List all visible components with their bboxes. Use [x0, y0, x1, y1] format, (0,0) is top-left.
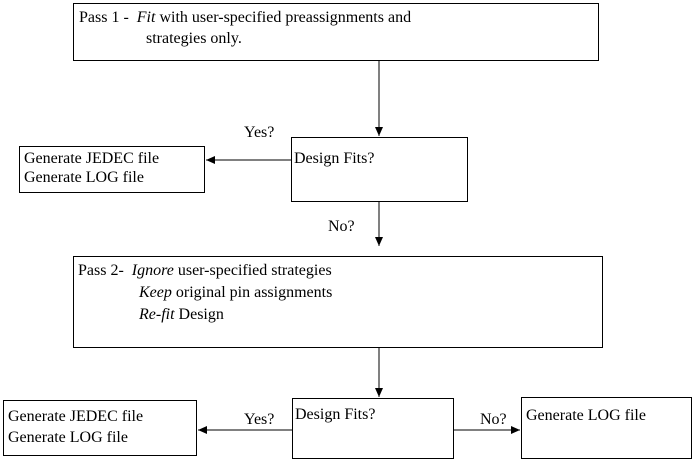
- edge-label-yes1: Yes?: [244, 124, 275, 141]
- pass1-fit-word: Fit: [136, 9, 156, 26]
- pass2-keep-word: Keep: [139, 284, 172, 301]
- decision2-label: Design Fits?: [295, 406, 376, 423]
- pass2-line2-rest: original pin assignments: [171, 284, 333, 301]
- pass2-line2: Keep original pin assignments: [139, 283, 332, 302]
- pass2-line1: Pass 2- Ignore user-specified strategies: [78, 261, 332, 280]
- pass2-line3: Re-fit Design: [139, 305, 224, 324]
- output1-box: Generate JEDEC file Generate LOG file: [19, 146, 205, 193]
- output2-box: Generate JEDEC file Generate LOG file: [3, 400, 197, 456]
- pass2-ignore-word: Ignore: [131, 262, 174, 279]
- output3-line1: Generate LOG file: [526, 407, 646, 424]
- edge-label-yes2: Yes?: [244, 411, 275, 428]
- pass2-line1-rest: user-specified strategies: [173, 262, 332, 279]
- output1-line1: Generate JEDEC file: [24, 150, 160, 167]
- output2-line2: Generate LOG file: [8, 429, 128, 446]
- decision1-box: Design Fits?: [291, 137, 468, 202]
- pass1-prefix: Pass 1 -: [79, 9, 137, 26]
- output1-line2: Generate LOG file: [24, 169, 144, 186]
- output2-line1: Generate JEDEC file: [8, 408, 144, 425]
- pass1-box: Pass 1 - Fit with user-specified preassi…: [73, 3, 599, 61]
- edge-label-no1: No?: [328, 218, 355, 235]
- pass2-box: Pass 2- Ignore user-specified strategies…: [73, 256, 603, 348]
- decision1-label: Design Fits?: [294, 150, 375, 167]
- decision2-box: Design Fits?: [292, 398, 454, 459]
- pass1-line1-rest: with user-specified preassignments and: [155, 9, 412, 26]
- pass1-line1: Pass 1 - Fit with user-specified preassi…: [79, 8, 411, 27]
- output3-box: Generate LOG file: [521, 397, 692, 459]
- pass2-refit-word: Re-fit: [139, 306, 175, 323]
- pass2-line3-rest: Design: [174, 306, 224, 323]
- pass2-prefix: Pass 2-: [78, 262, 132, 279]
- edge-label-no2: No?: [480, 411, 507, 428]
- pass1-line2: strategies only.: [146, 30, 242, 47]
